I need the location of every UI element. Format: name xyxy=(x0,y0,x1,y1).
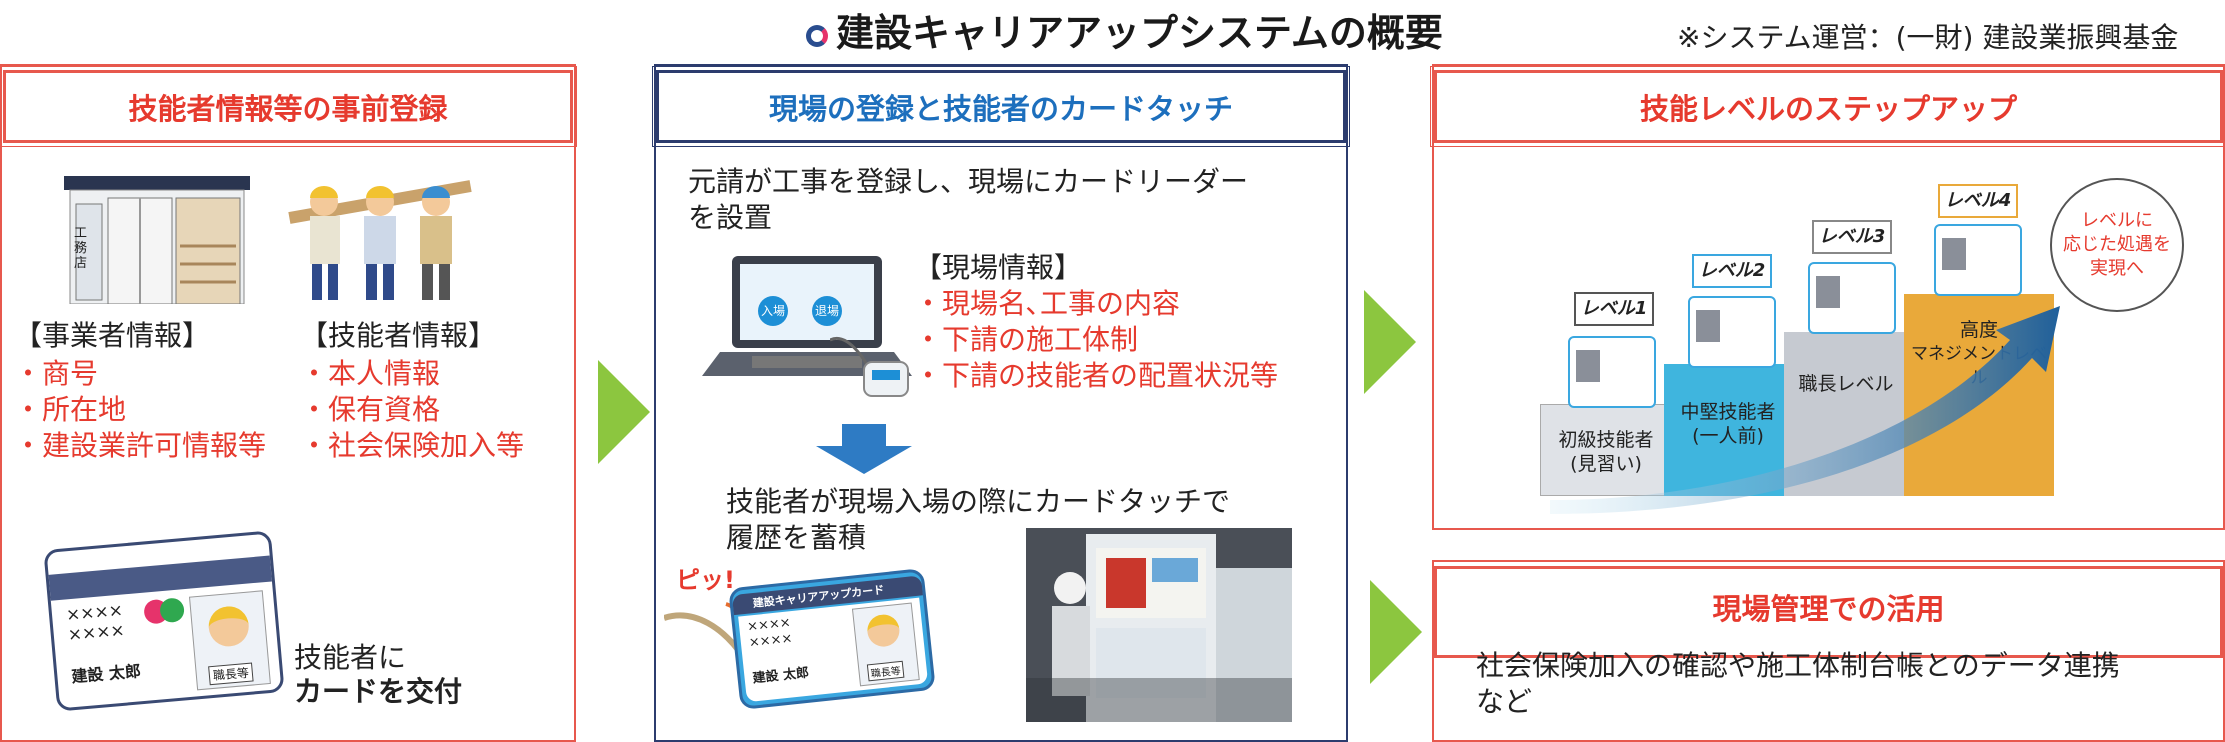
level2-tag: レベル2 xyxy=(1692,254,1772,288)
card-photo-icon xyxy=(1942,238,1966,270)
laptop-screen-right: 退場 xyxy=(812,296,842,326)
level3-tag: レベル3 xyxy=(1812,220,1892,254)
level3-label: 職長レベル xyxy=(1784,372,1908,396)
level4-tag: レベル4 xyxy=(1938,184,2018,218)
card-photo: 職長等 xyxy=(851,602,920,687)
panel1-header: 技能者情報等の事前登録 xyxy=(0,66,577,147)
panel2-header: 現場の登録と技能者のカードタッチ xyxy=(652,66,1350,147)
level3-card xyxy=(1808,262,1896,334)
card-masked-2: ×××× xyxy=(67,620,126,646)
panel4-header xyxy=(1434,566,2223,658)
face-icon xyxy=(207,604,251,649)
bubble-line3: 実現へ xyxy=(2090,258,2144,279)
level2-label-line2: (一人前) xyxy=(1692,425,1764,447)
growth-arrow-icon xyxy=(1550,306,2060,514)
flow-arrow-icon xyxy=(598,360,650,464)
panel4-body-2: など xyxy=(1476,685,1533,718)
card-photo-icon xyxy=(1576,350,1600,382)
card-badge: 職長等 xyxy=(866,660,905,682)
page-title: 建設キャリアアップシステムの概要 xyxy=(806,2,1443,57)
card-badge: 職長等 xyxy=(208,662,254,686)
down-arrow-icon xyxy=(816,424,912,474)
worker-info-item: ・本人情報 xyxy=(300,357,441,390)
careerup-card: 建設キャリアアップカード ×××× ×××× 建設 太郎 職長等 xyxy=(728,568,936,710)
touch-desc-2: 履歴を蓄積 xyxy=(726,521,867,554)
site-info-item: ・下請の技能者の配置状況等 xyxy=(914,359,1279,392)
workers-illustration xyxy=(288,180,472,300)
title-text: 建設キャリアアップシステムの概要 xyxy=(836,11,1443,55)
bubble-line1: レベルに xyxy=(2081,210,2153,231)
skill-card: ×××× ×××× 建設 太郎 職長等 xyxy=(43,530,285,712)
panel-site-management xyxy=(1432,560,2225,742)
level1-block xyxy=(1540,404,1672,496)
level2-label: 中堅技能者(一人前) xyxy=(1664,400,1792,448)
shop-sign: 工務店 xyxy=(74,226,88,271)
business-info-heading: 【事業者情報】 xyxy=(14,319,211,352)
beep-text: ピッ! xyxy=(676,566,735,594)
face-icon xyxy=(865,612,901,649)
card-name: 建設 太郎 xyxy=(70,661,142,687)
business-info-item: ・建設業許可情報等 xyxy=(14,429,267,462)
level2-card xyxy=(1688,296,1776,368)
card-photo: 職長等 xyxy=(188,590,271,691)
worker-info-item: ・保有資格 xyxy=(300,393,441,426)
benefit-bubble: レベルに 応じた処遇を 実現へ xyxy=(2050,178,2184,312)
flow-arrow-icon xyxy=(1370,580,1422,684)
level1-label-line2: (見習い) xyxy=(1570,453,1642,475)
card-caption-1: 技能者に xyxy=(294,641,407,674)
logo-icon xyxy=(806,24,828,47)
level1-label: 初級技能者(見習い) xyxy=(1540,428,1672,476)
site-intro-1: 元請が工事を登録し、現場にカードリーダー xyxy=(688,165,1249,198)
level3-label-line1: 職長レベル xyxy=(1798,373,1894,395)
shop-illustration xyxy=(64,176,250,304)
operator-note: ※システム運営：(一財) 建設業振興基金 xyxy=(1677,21,2179,54)
bubble-line2: 応じた処遇を xyxy=(2063,234,2171,255)
business-info-item: ・商号 xyxy=(14,357,99,390)
panel3-header-text: 技能レベルのステップアップ xyxy=(1639,91,2017,126)
laptop-screen-left: 入場 xyxy=(758,296,788,326)
site-info-item: ・現場名､工事の内容 xyxy=(914,287,1181,320)
business-info-item: ・所在地 xyxy=(14,393,127,426)
level4-label-line1: 高度 xyxy=(1959,319,1998,341)
panel4-body-1: 社会保険加入の確認や施工体制台帳とのデータ連携 xyxy=(1476,649,2120,682)
card-photo-icon xyxy=(1816,276,1840,308)
panel3-header: 技能レベルのステップアップ xyxy=(1430,66,2225,147)
card-caption-2: カードを交付 xyxy=(294,675,463,708)
site-intro-2: を設置 xyxy=(688,201,773,234)
site-info-item: ・下請の施工体制 xyxy=(914,323,1139,356)
worker-info-heading: 【技能者情報】 xyxy=(300,319,497,352)
card-photo-icon xyxy=(1696,310,1720,342)
card-reader-illustration xyxy=(830,336,909,397)
level1-label-line1: 初級技能者 xyxy=(1558,429,1654,451)
flow-arrow-icon xyxy=(1364,290,1416,394)
panel4-title: 現場管理での活用 xyxy=(1712,592,1945,626)
level2-label-line1: 中堅技能者 xyxy=(1680,401,1776,423)
panel2-header-text: 現場の登録と技能者のカードタッチ xyxy=(768,91,1233,126)
site-photo xyxy=(1026,528,1292,722)
site-info-heading: 【現場情報】 xyxy=(914,251,1083,284)
level1-card xyxy=(1568,336,1656,408)
touch-desc-1: 技能者が現場入場の際にカードタッチで xyxy=(726,485,1231,518)
panel1-header-text: 技能者情報等の事前登録 xyxy=(128,91,448,126)
worker-info-item: ・社会保険加入等 xyxy=(300,429,525,462)
level4-card xyxy=(1934,224,2022,296)
level1-tag: レベル1 xyxy=(1574,292,1654,326)
